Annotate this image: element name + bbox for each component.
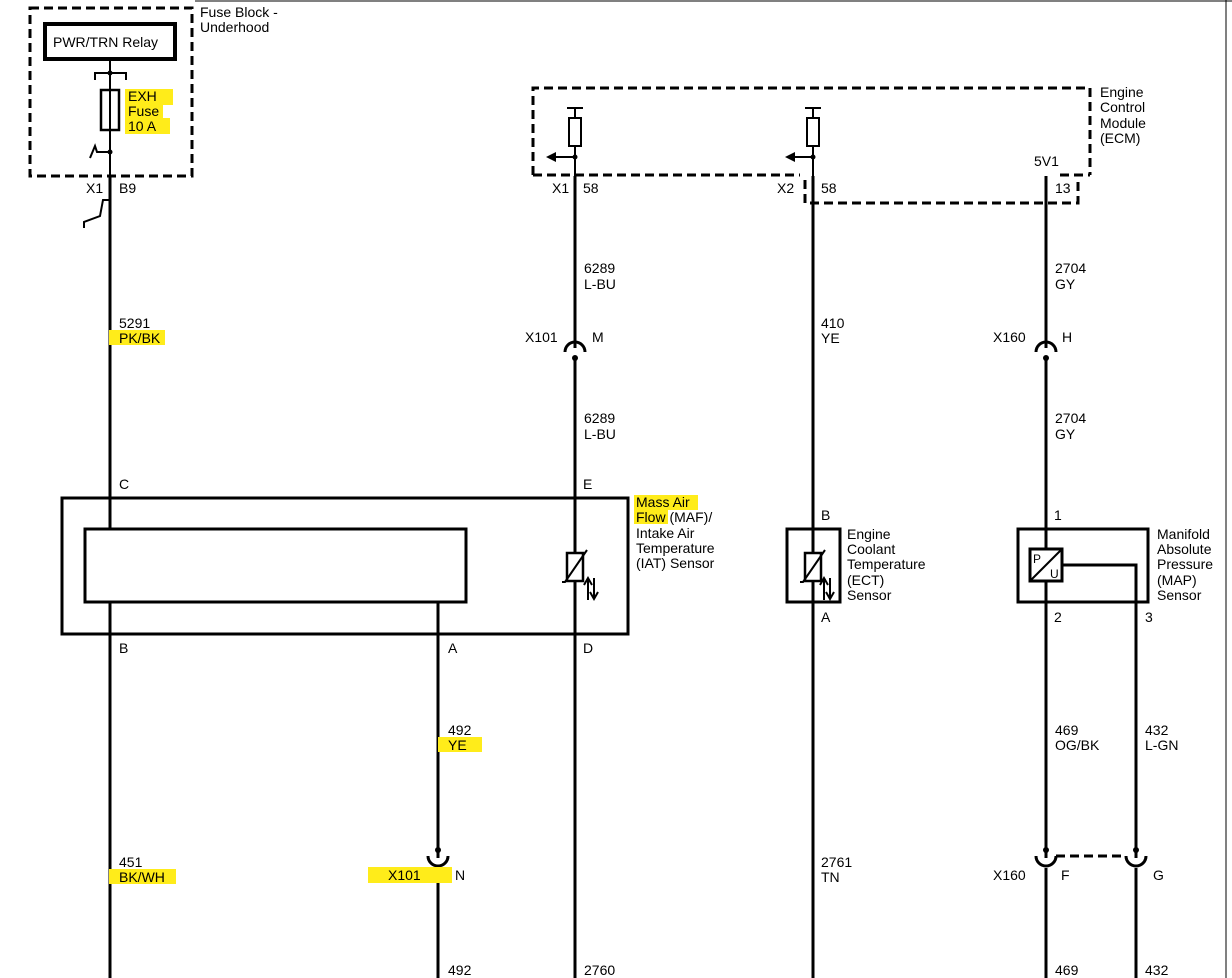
wire-469-color: OG/BK	[1055, 737, 1100, 753]
ect-arrows-icon	[819, 575, 835, 602]
wire-492-lower-number: 492	[448, 962, 472, 978]
wire-469-lower-number: 469	[1055, 962, 1079, 978]
x160-h-pin: H	[1062, 329, 1072, 345]
wire-5291-color: PK/BK	[119, 330, 161, 346]
x101-n-connector: X101 N	[368, 847, 465, 883]
maf-title-5: (IAT) Sensor	[636, 555, 715, 571]
map-title-3: Pressure	[1157, 556, 1213, 572]
maf-pin-b: B	[119, 640, 128, 656]
ect-pin-a: A	[821, 609, 831, 625]
x160-fg-name: X160	[993, 867, 1026, 883]
ecm-title-3: Module	[1100, 115, 1146, 131]
fuse-pin-label: B9	[119, 180, 136, 196]
ecm-ref-label: 5V1	[1034, 153, 1059, 169]
maf-pin-e: E	[583, 476, 592, 492]
fuse-block-title-2: Underhood	[200, 19, 269, 35]
relay-box	[43, 22, 177, 61]
wire-6289-lower-number: 6289	[584, 410, 615, 426]
x160-fg-connector: X160 F G	[993, 847, 1164, 883]
wire-432-number: 432	[1145, 722, 1169, 738]
wire-451-color: BK/WH	[119, 869, 165, 885]
wire-432-lower-number: 432	[1145, 962, 1169, 978]
ecm-title-1: Engine	[1100, 84, 1144, 100]
x101-n-name: X101	[388, 867, 421, 883]
fuse-block-title-1: Fuse Block -	[200, 4, 278, 20]
wire-2704-upper-color: GY	[1055, 276, 1076, 292]
ecm-ect-pullup	[785, 107, 821, 176]
map-pin-2: 2	[1054, 609, 1062, 625]
map-title-4: (MAP)	[1157, 572, 1197, 588]
x101-m-pin: M	[592, 329, 604, 345]
ecm-c2-pin: 58	[821, 180, 837, 196]
map-pin-3: 3	[1145, 609, 1153, 625]
ect-title-1: Engine	[847, 526, 891, 542]
ect-title-5: Sensor	[847, 587, 892, 603]
iat-arrows-icon	[583, 575, 599, 602]
ecm-c2-connector: X2	[777, 180, 794, 196]
maf-pin-d: D	[583, 640, 593, 656]
wire-410-number: 410	[821, 315, 845, 331]
ecm-ref-pin: 13	[1055, 180, 1071, 196]
wire-432-color: L-GN	[1145, 737, 1178, 753]
wire-2760-number: 2760	[584, 962, 615, 978]
maf-title-2: Flow (MAF)/	[636, 509, 712, 525]
fuse-name: EXH	[128, 88, 157, 104]
fuse-word: Fuse	[128, 103, 159, 119]
map-pin-1: 1	[1054, 507, 1062, 523]
maf-iat-sensor: C E B A D Mass Air Flow (MAF)/ Intake Ai…	[60, 476, 715, 656]
wire-2761-number: 2761	[821, 854, 852, 870]
ecm-outline	[531, 86, 1092, 175]
maf-pin-a: A	[448, 640, 458, 656]
fuse-rating: 10 A	[128, 118, 157, 134]
wire-469-number: 469	[1055, 722, 1079, 738]
wire-6289-lower-color: L-BU	[584, 426, 616, 442]
map-sensor: P U 1 2 3 Manifold Absolute Pressure (MA…	[1016, 507, 1213, 625]
wire-5291-number: 5291	[119, 315, 150, 331]
maf-element	[83, 527, 468, 604]
map-title-5: Sensor	[1157, 587, 1202, 603]
wire-2761-color: TN	[821, 869, 840, 885]
ect-title-4: (ECT)	[847, 572, 884, 588]
x160-f-pin: F	[1061, 867, 1070, 883]
maf-pin-c: C	[119, 476, 129, 492]
map-title-1: Manifold	[1157, 526, 1210, 542]
x101-m-connector: X101 M	[525, 329, 604, 361]
wire-2704-upper-number: 2704	[1055, 260, 1086, 276]
ecm-title-2: Control	[1100, 99, 1145, 115]
x101-n-pin: N	[455, 867, 465, 883]
ect-pin-b: B	[821, 507, 830, 523]
map-u-label: U	[1050, 567, 1059, 581]
wire-451-number: 451	[119, 854, 143, 870]
x101-m-name: X101	[525, 329, 558, 345]
ecm-iat-pullup	[546, 107, 583, 176]
wire-2704-lower-color: GY	[1055, 426, 1076, 442]
ect-title-3: Temperature	[847, 556, 926, 572]
fuse-block: Fuse Block - Underhood PWR/TRN Relay EXH…	[28, 4, 278, 228]
ecm-title-4: (ECM)	[1100, 130, 1140, 146]
x160-g-pin: G	[1153, 867, 1164, 883]
ecm-c1-pin: 58	[583, 180, 599, 196]
map-title-2: Absolute	[1157, 541, 1212, 557]
wire-6289-upper-number: 6289	[584, 260, 615, 276]
relay-label: PWR/TRN Relay	[53, 34, 158, 50]
ecm-c1-connector: X1	[552, 180, 569, 196]
fuse-connector-label: X1	[86, 180, 103, 196]
x160-h-connector: X160 H	[993, 329, 1072, 361]
wire-410-color: YE	[821, 330, 840, 346]
wire-6289-upper-color: L-BU	[584, 276, 616, 292]
ect-sensor: B A Engine Coolant Temperature (ECT) Sen…	[785, 507, 926, 625]
ecm-block: Engine Control Module (ECM) 5V1 X1 58 X2	[531, 84, 1146, 205]
wire-492-number: 492	[448, 722, 472, 738]
maf-title-3: Intake Air	[636, 525, 695, 541]
maf-title-1: Mass Air	[636, 494, 690, 510]
wire-492-color: YE	[448, 737, 467, 753]
wire-2704-lower-number: 2704	[1055, 410, 1086, 426]
ect-title-2: Coolant	[847, 541, 895, 557]
x160-h-name: X160	[993, 329, 1026, 345]
maf-title-4: Temperature	[636, 540, 715, 556]
map-p-label: P	[1033, 552, 1041, 566]
